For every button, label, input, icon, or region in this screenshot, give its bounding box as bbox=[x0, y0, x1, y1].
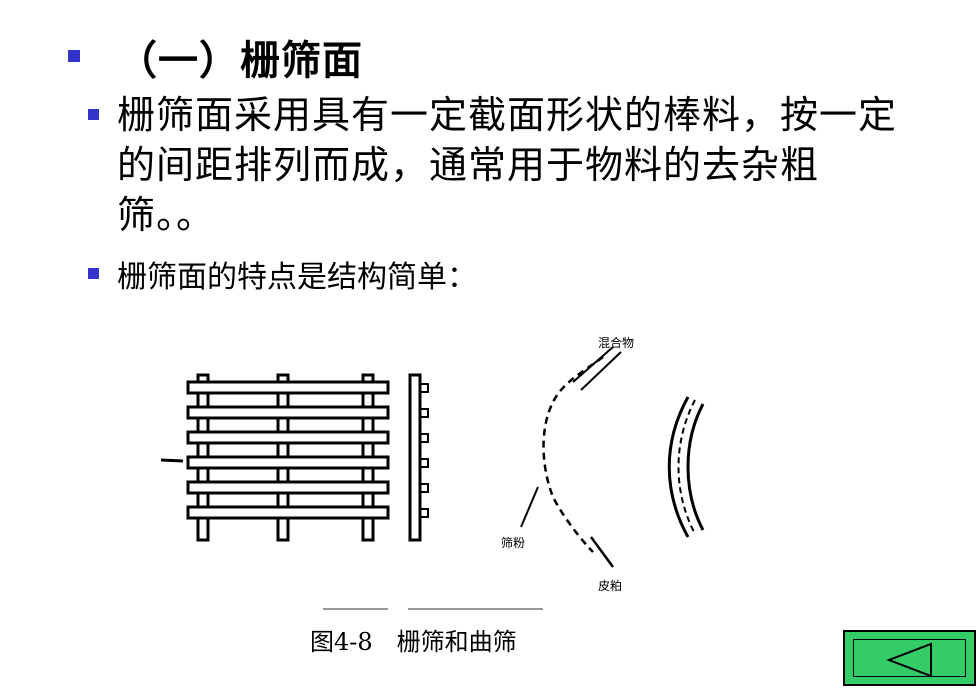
paragraph-grid-screen-features: 栅筛面的特点是结构简单： bbox=[117, 260, 477, 295]
slide-title: （一）栅筛面 bbox=[117, 37, 363, 84]
figure-grid-and-curved-screen: 混合物 筛粉 皮粕 bbox=[143, 312, 720, 614]
bullet-icon bbox=[88, 268, 99, 279]
label-overs: 皮粕 bbox=[598, 578, 622, 593]
figure-caption: 图4-8 栅筛和曲筛 bbox=[310, 628, 517, 656]
label-mixture: 混合物 bbox=[598, 335, 634, 350]
label-fines: 筛粉 bbox=[501, 535, 525, 550]
curved-screen-drawing bbox=[520, 346, 705, 568]
bullet-icon bbox=[88, 109, 99, 120]
left-triangle-icon bbox=[886, 642, 932, 678]
back-button[interactable] bbox=[843, 630, 976, 686]
bullet-icon bbox=[68, 50, 80, 62]
back-button-frame bbox=[853, 639, 966, 678]
paragraph-grid-screen-description: 栅筛面采用具有一定截面形状的棒料，按一定的间距排列而成，通常用于物料的去杂粗筛。… bbox=[117, 93, 898, 237]
grid-screen-drawing bbox=[160, 373, 429, 542]
